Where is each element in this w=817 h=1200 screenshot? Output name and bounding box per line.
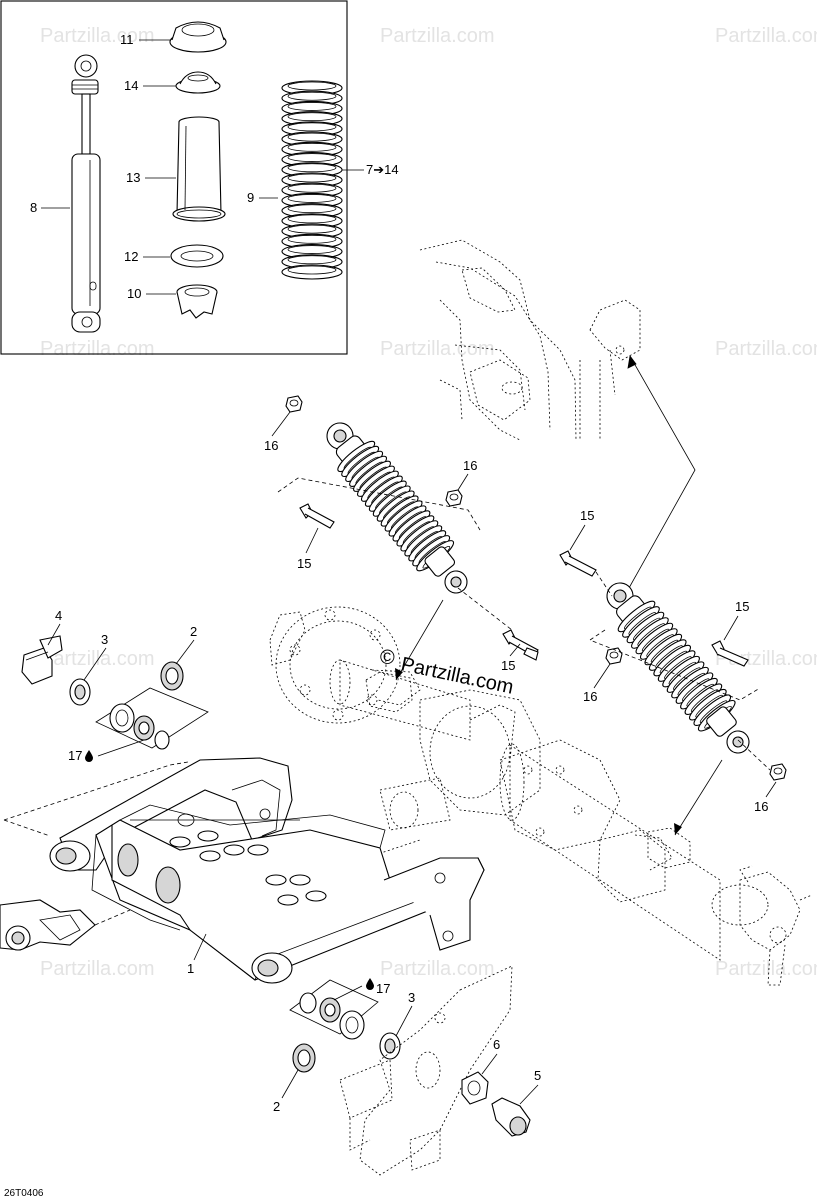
callout-2: 2 <box>273 1099 280 1114</box>
needle-bearing <box>133 715 155 741</box>
pivot-nut <box>461 1071 489 1105</box>
watermark-text: Partzilla.com <box>40 958 154 980</box>
leader-line <box>3 761 189 821</box>
watermark-text: Partzilla.com <box>380 25 494 47</box>
spring-seat <box>176 284 218 319</box>
leader-line <box>737 739 771 771</box>
callout-17: 17 <box>68 748 82 763</box>
callout-15: 15 <box>501 658 515 673</box>
callout-16: 16 <box>463 458 477 473</box>
bolt <box>711 640 749 667</box>
oil-drop-icon <box>85 750 93 762</box>
callout-1: 1 <box>187 961 194 976</box>
spring-cup <box>175 71 221 94</box>
callout-16: 16 <box>264 438 278 453</box>
callout-9: 9 <box>247 190 254 205</box>
coil-spring <box>281 80 343 280</box>
shock-absorber-right <box>606 582 750 754</box>
callout-7-14: 7➔14 <box>366 162 399 177</box>
callout-10: 10 <box>127 286 141 301</box>
pivot-bolt <box>491 1097 531 1137</box>
swing-arm <box>49 757 485 984</box>
parts-group-frame <box>289 979 379 1035</box>
leader-arrow <box>628 355 696 589</box>
shock-mount-bracket <box>365 671 413 713</box>
callout-13: 13 <box>126 170 140 185</box>
callout-17: 17 <box>376 981 390 996</box>
drive-shaft-coupling <box>0 899 131 951</box>
washer <box>170 244 224 268</box>
callout-4: 4 <box>55 608 62 623</box>
spacer <box>154 730 170 750</box>
nut <box>769 763 787 781</box>
shock-absorber-body <box>71 54 101 333</box>
dust-sleeve <box>172 116 226 222</box>
watermark-text: Partzilla.com <box>715 958 817 980</box>
callout-16: 16 <box>754 799 768 814</box>
inset-frame <box>0 0 348 355</box>
shock-absorber-left <box>326 422 468 594</box>
callout-15: 15 <box>297 556 311 571</box>
callout-16: 16 <box>583 689 597 704</box>
bolt <box>559 550 597 577</box>
leader-line <box>589 629 761 701</box>
watermark-text: Partzilla.com <box>380 338 494 360</box>
shock-mount-bracket <box>647 827 691 869</box>
callout-2: 2 <box>190 624 197 639</box>
leader-line <box>595 571 613 597</box>
bolt <box>299 503 335 529</box>
oil-drop-icon <box>366 978 374 990</box>
rear-axle-housing <box>269 606 813 986</box>
callout-6: 6 <box>493 1037 500 1052</box>
callout-3: 3 <box>408 990 415 1005</box>
callout-5: 5 <box>534 1068 541 1083</box>
watermark-text: Partzilla.com <box>40 338 154 360</box>
callout-11: 11 <box>120 32 134 47</box>
watermark-center-symbol: © <box>380 647 395 669</box>
leader-line <box>457 587 513 631</box>
bearing <box>160 661 184 691</box>
watermark-layer: Partzilla.com Partzilla.com Partzilla.co… <box>40 25 817 980</box>
callout-12: 12 <box>124 249 138 264</box>
bushing <box>339 1010 365 1040</box>
spring-retainer-top <box>169 21 227 53</box>
diagram-code: 26T0406 <box>4 1188 44 1199</box>
parts-group-frame <box>95 687 209 749</box>
needle-bearing <box>319 997 341 1023</box>
rear-frame-bracket <box>419 239 641 441</box>
callout-14: 14 <box>124 78 138 93</box>
watermark-text: Partzilla.com <box>715 338 817 360</box>
seal <box>379 1032 401 1060</box>
seal <box>69 678 91 706</box>
watermark-text: Partzilla.com <box>40 25 154 47</box>
callout-15: 15 <box>735 599 749 614</box>
pivot-bolt <box>21 635 63 685</box>
callout-3: 3 <box>101 632 108 647</box>
watermark-center: Partzilla.com <box>399 653 516 698</box>
callout-8: 8 <box>30 200 37 215</box>
nut <box>445 489 463 507</box>
bushing <box>299 992 317 1014</box>
watermark-text: Partzilla.com <box>40 648 154 670</box>
bearing <box>292 1043 316 1073</box>
leader-arrow <box>395 599 444 681</box>
bolt <box>502 629 539 661</box>
nut <box>605 647 623 665</box>
leader-arrow <box>674 759 723 836</box>
bushing <box>109 703 135 733</box>
nut <box>285 395 303 413</box>
watermark-text: Partzilla.com <box>715 25 817 47</box>
frame-side-bracket <box>339 965 513 1176</box>
watermark-text: Partzilla.com <box>380 958 494 980</box>
callout-15: 15 <box>580 508 594 523</box>
